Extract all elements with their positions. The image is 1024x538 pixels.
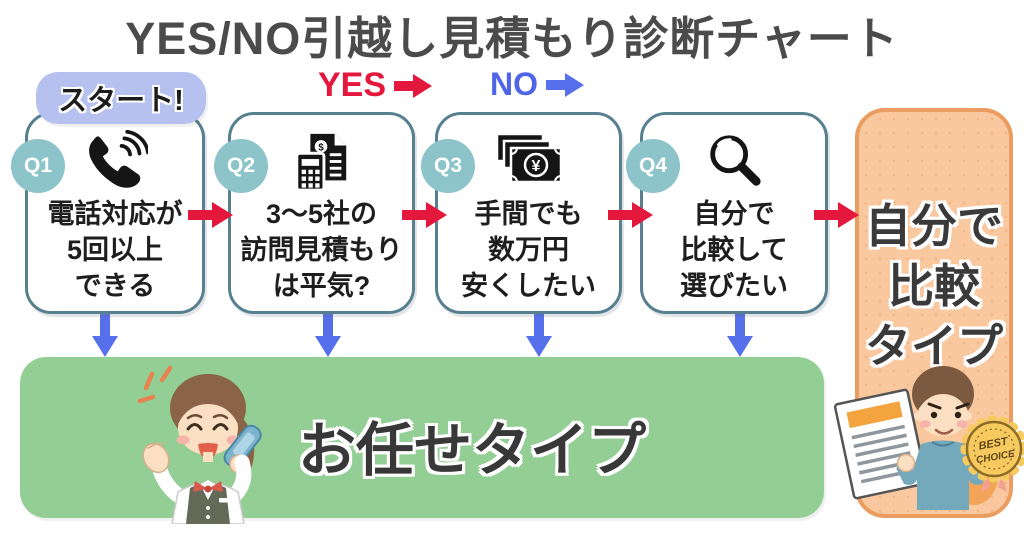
question-box-q3: Q3 ¥ 手間でも 数万円 安くしたい: [421, 112, 622, 314]
question-box-q2: Q2 $ 3〜5社の 訪問見積もり は平気?: [214, 112, 415, 314]
q3-text: 手間でも 数万円 安くしたい: [461, 199, 596, 301]
estimate-calculator-icon: $: [291, 127, 353, 195]
q1-text: 電話対応が 5回以上 できる: [47, 199, 183, 301]
svg-text:¥: ¥: [531, 158, 540, 175]
q2-badge: Q2: [214, 139, 268, 193]
no-legend: NO: [490, 66, 586, 103]
boy-illustration: BEST CHOICE: [833, 366, 1024, 510]
down-arrow-icon: [92, 312, 118, 357]
flow-arrow-icon: [608, 202, 653, 228]
q4-badge: Q4: [626, 139, 680, 193]
flow-arrow-icon: [814, 202, 859, 228]
down-arrow-icon: [526, 312, 552, 357]
question-box-q4: Q4 自分で 比較して 選びたい: [626, 112, 828, 314]
no-label: NO: [490, 66, 538, 102]
flow-arrow-icon: [188, 202, 233, 228]
yes-label: YES: [318, 66, 387, 104]
q2-text: 3〜5社の 訪問見積もり は平気?: [240, 199, 403, 301]
q4-text: 自分で 比較して 選びたい: [680, 199, 788, 301]
yes-legend: YES: [318, 66, 434, 105]
page-title: YES/NO引越し見積もり診断チャート: [125, 13, 899, 64]
best-choice-badge: BEST CHOICE: [960, 415, 1024, 492]
question-box-q1: Q1 電話対応が 5回以上 できる: [11, 112, 205, 314]
down-arrow-icon: [727, 312, 753, 357]
q1-badge: Q1: [11, 139, 65, 193]
down-arrow-icon: [315, 312, 341, 357]
flow-arrow-icon: [402, 202, 447, 228]
q3-badge: Q3: [421, 139, 475, 193]
omakase-label: お任せタイプ: [298, 418, 647, 483]
jibun-label: 自分で 比較 タイプ: [865, 200, 1003, 372]
result-panel-omakase: お任せタイプ: [20, 357, 824, 518]
svg-text:$: $: [318, 142, 324, 153]
no-arrow-icon: [546, 72, 584, 97]
woman-operator-illustration: [137, 365, 262, 524]
money-yen-icon: ¥: [491, 127, 567, 195]
phone-icon: [82, 127, 148, 195]
yes-arrow-icon: [394, 73, 433, 98]
svg-text:BEST: BEST: [978, 435, 1010, 452]
magnifier-icon: [703, 127, 765, 195]
start-badge: スタート!: [36, 72, 206, 124]
